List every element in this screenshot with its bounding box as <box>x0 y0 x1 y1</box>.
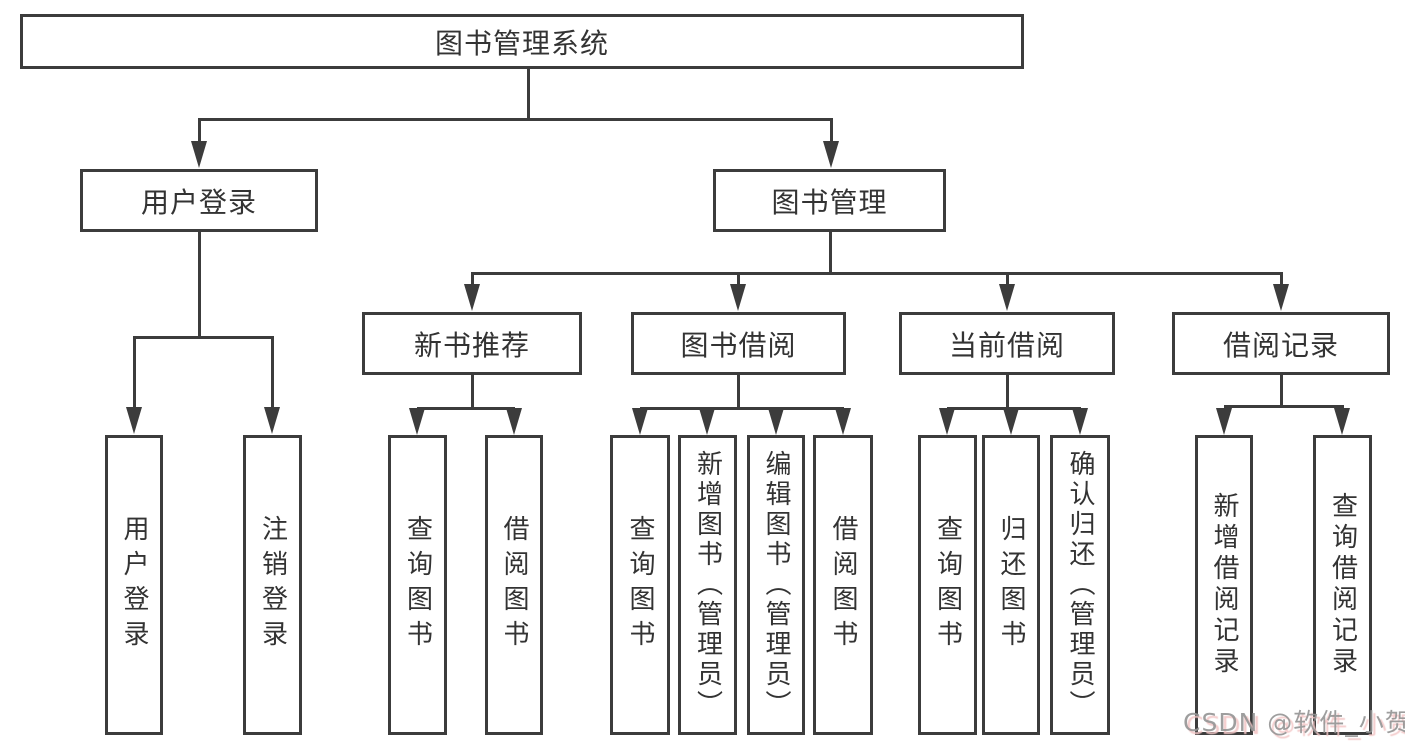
connector-line <box>1006 375 1009 407</box>
node-label: 当前借阅 <box>948 328 1065 362</box>
node-borrow-records: 借阅记录 <box>1172 312 1390 375</box>
leaf-logout: 注销登录 <box>243 435 302 735</box>
node-label: 图书管理 <box>771 185 888 219</box>
leaf-label: 查询图书 <box>402 515 433 655</box>
arrow-down-icon <box>1273 284 1289 311</box>
leaf-label: 新增图书（管理员） <box>692 450 723 720</box>
connector-line <box>737 272 740 286</box>
arrow-down-icon <box>999 284 1015 311</box>
arrow-down-icon <box>1334 408 1350 435</box>
leaf-label: 查询借阅记录 <box>1327 492 1358 678</box>
root-label: 图书管理系统 <box>434 26 609 60</box>
connector-line <box>527 69 530 118</box>
leaf-label: 查询图书 <box>932 515 963 655</box>
arrow-down-icon <box>126 407 142 434</box>
connector-line <box>830 118 833 144</box>
node-user-login: 用户登录 <box>80 169 318 232</box>
arrow-down-icon <box>768 408 784 435</box>
leaf-label: 借阅图书 <box>828 515 858 655</box>
leaf-query-borrow-record: 查询借阅记录 <box>1313 435 1372 735</box>
arrow-down-icon <box>506 408 522 435</box>
connector-line <box>417 407 515 410</box>
leaf-user-login: 用户登录 <box>105 435 163 735</box>
connector-line <box>198 232 201 336</box>
node-book-borrow: 图书借阅 <box>631 312 846 375</box>
leaf-query-books-borrow: 查询图书 <box>610 435 670 735</box>
node-new-book-recommend: 新书推荐 <box>362 312 582 375</box>
arrow-down-icon <box>191 141 207 168</box>
connector-line <box>133 336 136 410</box>
leaf-label: 确认归还（管理员） <box>1065 450 1095 720</box>
connector-line <box>471 272 474 286</box>
leaf-label: 注销登录 <box>257 515 288 655</box>
arrow-down-icon <box>409 408 425 435</box>
arrow-down-icon <box>823 141 839 168</box>
connector-line <box>271 336 274 410</box>
leaf-add-borrow-record: 新增借阅记录 <box>1195 435 1253 735</box>
leaf-label: 查询图书 <box>625 515 655 655</box>
leaf-label: 编辑图书（管理员） <box>761 450 791 720</box>
arrow-down-icon <box>699 408 715 435</box>
connector-line <box>471 375 474 407</box>
root-node: 图书管理系统 <box>20 14 1024 69</box>
leaf-label: 借阅图书 <box>499 515 529 655</box>
node-book-management: 图书管理 <box>713 169 946 232</box>
connector-line <box>1280 375 1283 405</box>
node-label: 用户登录 <box>140 185 257 219</box>
connector-line <box>829 232 832 272</box>
arrow-down-icon <box>264 407 280 434</box>
leaf-query-books-current: 查询图书 <box>918 435 977 735</box>
node-label: 新书推荐 <box>413 328 530 362</box>
arrow-down-icon <box>1216 408 1232 435</box>
arrow-down-icon <box>632 408 648 435</box>
connector-line <box>1224 405 1344 408</box>
leaf-confirm-return-admin: 确认归还（管理员） <box>1050 435 1110 735</box>
leaf-label: 新增借阅记录 <box>1209 492 1239 678</box>
leaf-label: 归还图书 <box>996 515 1026 655</box>
connector-line <box>1280 272 1283 286</box>
connector-line <box>199 118 832 121</box>
node-current-borrow: 当前借阅 <box>899 312 1115 375</box>
leaf-edit-book-admin: 编辑图书（管理员） <box>747 435 805 735</box>
arrow-down-icon <box>835 408 851 435</box>
connector-line <box>640 407 844 410</box>
arrow-down-icon <box>464 284 480 311</box>
node-label: 图书借阅 <box>680 328 797 362</box>
node-label: 借阅记录 <box>1222 328 1339 362</box>
leaf-return-book: 归还图书 <box>982 435 1040 735</box>
csdn-watermark: CSDN @软件_小贺同学 <box>1183 708 1405 737</box>
arrow-down-icon <box>1003 408 1019 435</box>
connector-line <box>198 118 201 144</box>
connector-line <box>472 272 1283 275</box>
leaf-add-book-admin: 新增图书（管理员） <box>678 435 737 735</box>
leaf-query-books-recommend: 查询图书 <box>388 435 447 735</box>
leaf-borrow-book: 借阅图书 <box>813 435 873 735</box>
leaf-label: 用户登录 <box>119 515 149 655</box>
connector-line <box>134 336 274 339</box>
arrow-down-icon <box>1072 408 1088 435</box>
arrow-down-icon <box>730 284 746 311</box>
leaf-borrow-book-recommend: 借阅图书 <box>485 435 543 735</box>
connector-line <box>1006 272 1009 286</box>
connector-line <box>737 375 740 407</box>
arrow-down-icon <box>939 408 955 435</box>
